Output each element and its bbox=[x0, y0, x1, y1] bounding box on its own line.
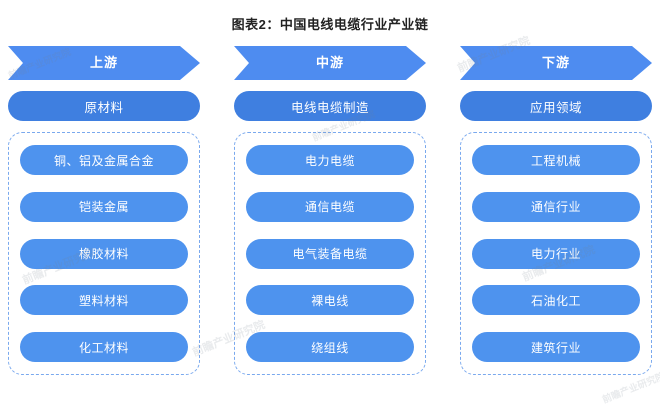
stage-banner-label: 中游 bbox=[315, 55, 344, 70]
item-group-downstream: 工程机械 通信行业 电力行业 石油化工 建筑行业 bbox=[460, 132, 652, 375]
list-item[interactable]: 建筑行业 bbox=[472, 332, 640, 362]
list-item[interactable]: 化工材料 bbox=[20, 332, 188, 362]
chain-column-upstream: 上游 原材料 铜、铝及金属合金 铠装金属 橡胶材料 塑料材料 化工材料 bbox=[8, 46, 200, 375]
list-item[interactable]: 裸电线 bbox=[246, 285, 414, 316]
list-item[interactable]: 塑料材料 bbox=[20, 285, 188, 316]
stage-banner-upstream: 上游 bbox=[8, 46, 200, 80]
arrow-banner-icon bbox=[8, 46, 200, 80]
list-item[interactable]: 绕组线 bbox=[246, 332, 414, 362]
page-title: 图表2：中国电线电缆行业产业链 bbox=[231, 17, 429, 32]
list-item[interactable]: 工程机械 bbox=[472, 145, 640, 175]
stage-banner-label: 下游 bbox=[541, 55, 570, 70]
arrow-banner-icon bbox=[460, 46, 652, 80]
list-item[interactable]: 橡胶材料 bbox=[20, 238, 188, 269]
stage-banner-midstream: 中游 bbox=[234, 46, 426, 80]
list-item[interactable]: 通信电缆 bbox=[246, 191, 414, 222]
list-item[interactable]: 电气装备电缆 bbox=[246, 238, 414, 269]
category-pill-cable-manufacturing[interactable]: 电线电缆制造 bbox=[234, 91, 426, 121]
list-item[interactable]: 电力电缆 bbox=[246, 145, 414, 175]
arrow-banner-icon bbox=[234, 46, 426, 80]
item-group-midstream: 电力电缆 通信电缆 电气装备电缆 裸电线 绕组线 bbox=[234, 132, 426, 375]
chain-column-downstream: 下游 应用领域 工程机械 通信行业 电力行业 石油化工 建筑行业 bbox=[460, 46, 652, 375]
chain-column-midstream: 中游 电线电缆制造 电力电缆 通信电缆 电气装备电缆 裸电线 绕组线 bbox=[234, 46, 426, 375]
category-pill-application-areas[interactable]: 应用领域 bbox=[460, 91, 652, 121]
list-item[interactable]: 电力行业 bbox=[472, 238, 640, 269]
stage-banner-downstream: 下游 bbox=[460, 46, 652, 80]
list-item[interactable]: 石油化工 bbox=[472, 285, 640, 316]
category-pill-raw-materials[interactable]: 原材料 bbox=[8, 91, 200, 121]
list-item[interactable]: 铜、铝及金属合金 bbox=[20, 145, 188, 175]
list-item[interactable]: 通信行业 bbox=[472, 191, 640, 222]
item-group-upstream: 铜、铝及金属合金 铠装金属 橡胶材料 塑料材料 化工材料 bbox=[8, 132, 200, 375]
list-item[interactable]: 铠装金属 bbox=[20, 191, 188, 222]
stage-banner-label: 上游 bbox=[89, 55, 118, 70]
